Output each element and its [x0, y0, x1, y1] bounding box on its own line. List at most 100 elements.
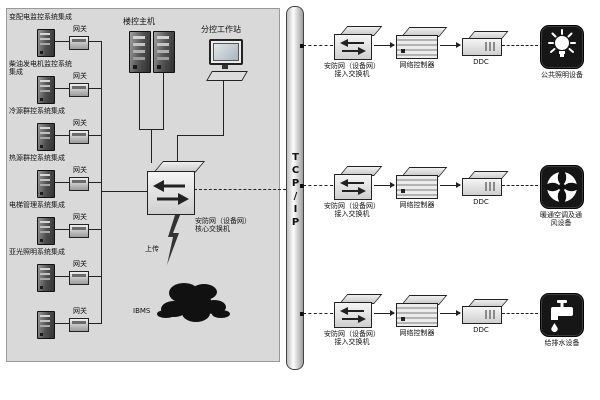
network-controller-label: 网络控制器 [399, 201, 435, 209]
pipe-tap [300, 184, 304, 188]
ddc-front-face [462, 178, 502, 196]
connector-arrow [440, 310, 461, 316]
network-controller-icon [396, 27, 448, 59]
backbone-to-switch-line [303, 313, 333, 314]
ibms-label: IBMS [133, 307, 151, 315]
system-label: 冷源群控系统集成 [9, 107, 65, 115]
core-switch-icon [147, 161, 206, 217]
connector-arrow [374, 42, 395, 48]
gateway-label: 网关 [73, 166, 87, 174]
gateway-icon [69, 130, 89, 144]
connector-line [54, 182, 69, 183]
connector-arrow [374, 310, 395, 316]
cloud-icon [153, 275, 235, 329]
connector-line [88, 276, 101, 277]
workstation-monitor-icon [209, 39, 243, 65]
switch-front-face [147, 171, 195, 215]
connector-line [54, 323, 69, 324]
switch-front-face [334, 174, 372, 200]
gateway-label: 网关 [73, 260, 87, 268]
server-icon [37, 123, 55, 151]
ddc-front-face [462, 38, 502, 56]
connector-line [54, 229, 69, 230]
workstation-line [177, 135, 178, 163]
system-label: 变配电监控系统集成 [9, 13, 72, 21]
gateway-icon [69, 271, 89, 285]
system-label: 柴油发电机监控系统集成 [9, 60, 72, 76]
access-switch-icon [334, 166, 383, 200]
access-switch-label: 安防网（设备网）接入交换机 [324, 330, 380, 346]
backbone-pipe [286, 6, 304, 370]
gateway-icon [69, 83, 89, 97]
ddc-to-device-line [502, 185, 538, 186]
switch-arrows-icon [340, 179, 366, 195]
core-to-backbone-line [194, 189, 286, 190]
connector-line [54, 276, 69, 277]
connector-line [88, 88, 101, 89]
connector-arrow [440, 42, 461, 48]
gateway-icon [69, 177, 89, 191]
backbone-to-switch-line [303, 185, 333, 186]
access-switch-icon [334, 26, 383, 60]
ddc-front-face [462, 306, 502, 324]
lightning-icon [167, 215, 180, 265]
network-controller-icon [396, 167, 448, 199]
device-label: 暖通空调及通风设备 [540, 211, 582, 227]
device-label: 公共照明设备 [541, 71, 583, 79]
workstation-line [177, 135, 224, 136]
backbone-label: TCP/IP [290, 152, 301, 230]
light-bulb-icon [540, 25, 584, 69]
connector-line [88, 135, 101, 136]
ddc-label: DDC [473, 326, 489, 334]
access-switch-label: 安防网（设备网）接入交换机 [324, 202, 380, 218]
connector-line [88, 229, 101, 230]
workstation-label: 分控工作站 [201, 25, 241, 34]
controller-led [401, 49, 405, 53]
cloud-blob [177, 289, 211, 313]
switch-arrows-icon [153, 180, 189, 205]
connector-line [88, 41, 101, 42]
ddc-label: DDC [473, 58, 489, 66]
system-label: 热源群控系统集成 [9, 154, 65, 162]
ddc-icon [462, 299, 509, 324]
fan-icon [540, 165, 584, 209]
server-icon [37, 170, 55, 198]
ddc-vent [485, 182, 497, 191]
gateway-bus-line [101, 41, 102, 324]
host-server-icon [153, 31, 175, 73]
connector-line [88, 182, 101, 183]
connector-arrow [374, 182, 395, 188]
connector-line [54, 88, 69, 89]
system-label: 电梯管理系统集成 [9, 201, 65, 209]
workstation-stand [222, 65, 228, 69]
connector-arrow [440, 182, 461, 188]
switch-front-face [334, 302, 372, 328]
upload-label: 上传 [145, 245, 159, 253]
connector-line [88, 323, 101, 324]
switch-arrows-icon [340, 39, 366, 55]
connector-line [54, 41, 69, 42]
server-icon [37, 311, 55, 339]
connector-line [54, 135, 69, 136]
ddc-to-device-line [502, 45, 538, 46]
server-icon [37, 217, 55, 245]
device-label: 给排水设备 [544, 339, 580, 347]
host-line [163, 73, 164, 129]
integration-panel: 变配电监控系统集成 网关 柴油发电机监控系统集成 网关 冷源群控系统集成 网关 … [6, 8, 280, 362]
network-controller-label: 网络控制器 [399, 329, 435, 337]
access-switch-label: 安防网（设备网）接入交换机 [324, 62, 380, 78]
pipe-tap [300, 44, 304, 48]
gateway-icon [69, 224, 89, 238]
network-controller-icon [396, 295, 448, 327]
gateway-label: 网关 [73, 307, 87, 315]
gateway-label: 网关 [73, 72, 87, 80]
gateway-label: 网关 [73, 119, 87, 127]
system-label: 亚光照明系统集成 [9, 248, 65, 256]
switch-front-face [334, 34, 372, 60]
controller-led [401, 189, 405, 193]
workstation-line [223, 80, 224, 135]
controller-front-face [396, 175, 438, 199]
gateway-icon [69, 318, 89, 332]
controller-front-face [396, 303, 438, 327]
